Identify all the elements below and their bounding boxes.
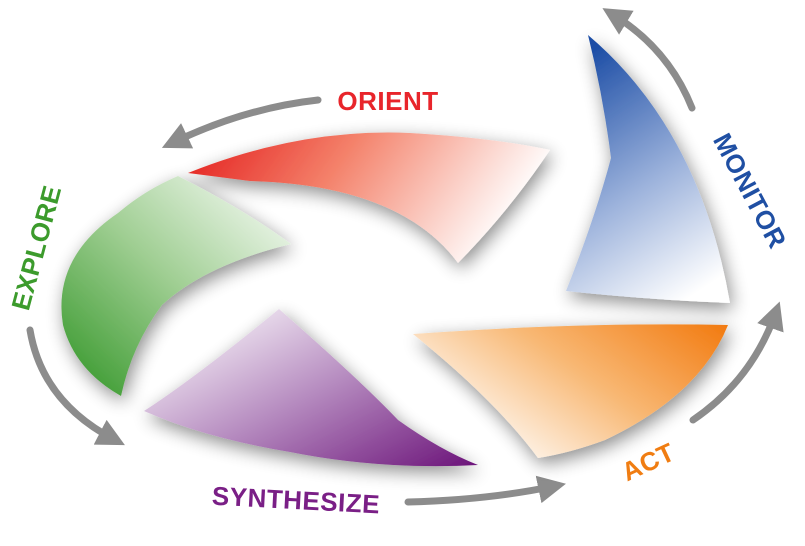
explore-label: EXPLORE [5, 182, 67, 313]
act-label: ACT [617, 437, 679, 487]
arrow-monitor-to-orient [602, 8, 696, 112]
cycle-arrows [26, 8, 784, 506]
arrow-synthesize-to-act [404, 475, 566, 506]
monitor-label: MONITOR [707, 128, 793, 253]
cycle-blades [61, 35, 730, 467]
orient-label: ORIENT [337, 86, 438, 116]
arrow-explore-to-synthesize [26, 326, 125, 446]
monitor-blade [566, 35, 730, 303]
act-blade [413, 324, 728, 458]
arrow-orient-to-explore [161, 96, 322, 149]
synthesize-label: SYNTHESIZE [211, 481, 381, 520]
explore-blade [61, 176, 291, 396]
orient-blade [188, 132, 550, 263]
arrow-act-to-monitor [689, 301, 784, 424]
synthesize-blade [144, 309, 478, 467]
